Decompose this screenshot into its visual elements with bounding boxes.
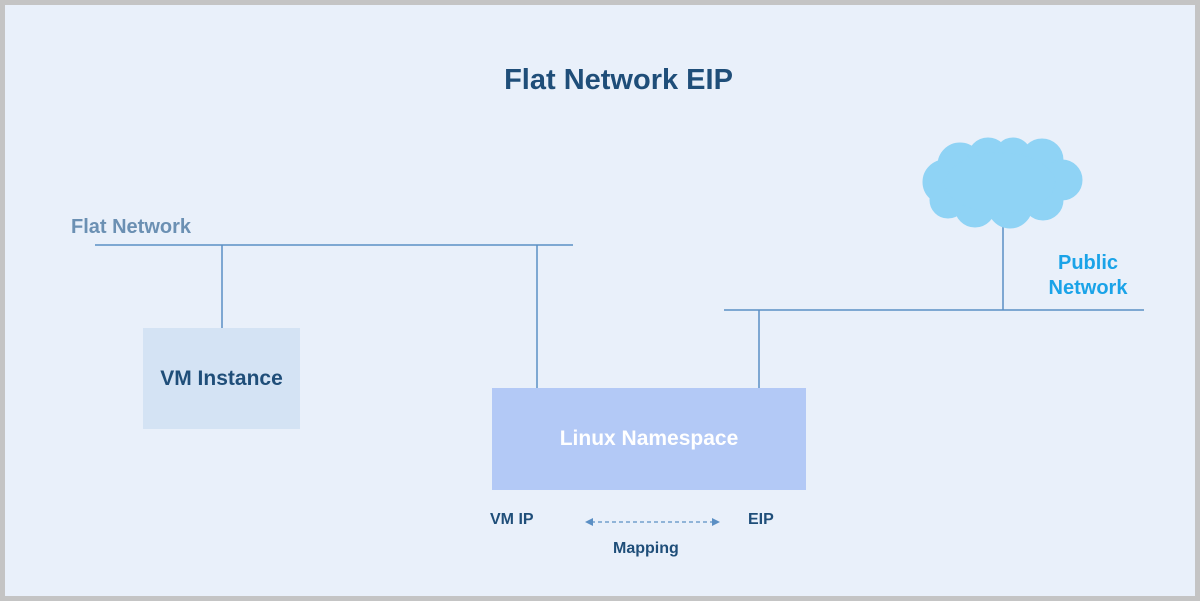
diagram-title: Flat Network EIP — [504, 64, 733, 96]
cloud-icon — [922, 137, 1083, 229]
bidirectional-arrow-icon — [585, 518, 720, 526]
linux-namespace-box: Linux Namespace — [492, 388, 806, 490]
eip-label: EIP — [748, 511, 774, 528]
vm-ip-label: VM IP — [490, 511, 534, 528]
linux-namespace-label: Linux Namespace — [559, 427, 739, 450]
public-network-label: Public Network — [1048, 252, 1128, 299]
vm-instance-box: VM Instance — [143, 328, 300, 429]
flat-network-label: Flat Network — [71, 216, 192, 238]
vm-instance-label: VM Instance — [160, 366, 283, 390]
mapping-label: Mapping — [613, 540, 679, 557]
